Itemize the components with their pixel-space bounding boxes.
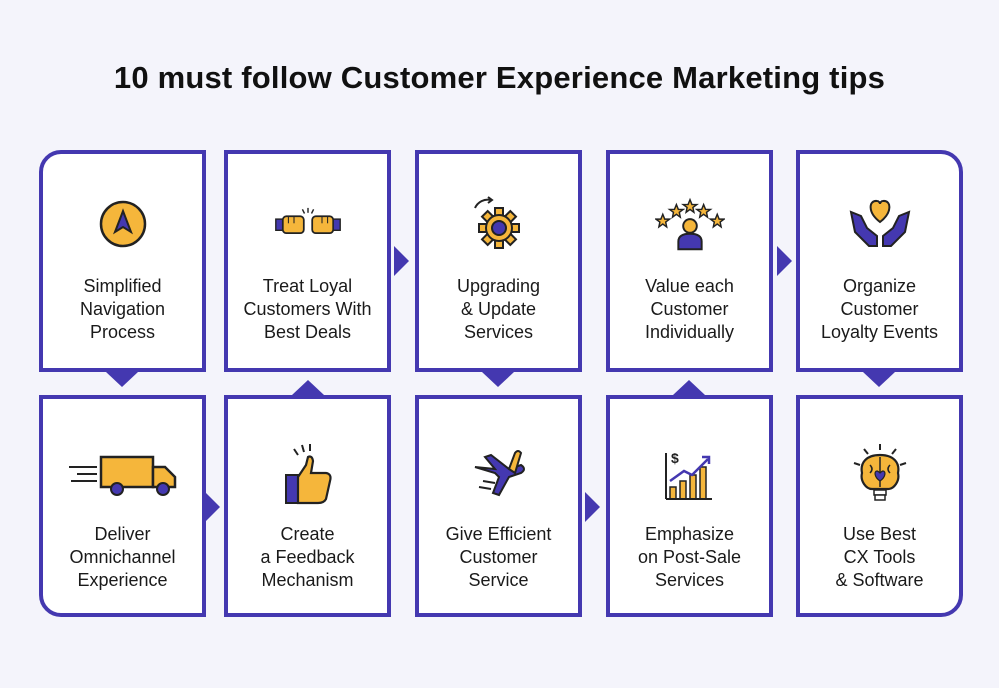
gear-refresh-icon <box>464 194 534 254</box>
connector-arrow-right <box>585 492 600 522</box>
rated-customer-icon <box>654 194 725 254</box>
connector-arrow-right <box>394 246 409 276</box>
connector-arrow-up <box>292 380 324 395</box>
delivery-truck-icon <box>67 445 179 505</box>
growth-chart-icon: $ <box>655 445 725 505</box>
compass-icon <box>88 194 158 254</box>
connector-arrow-right <box>205 492 220 522</box>
page-title: 10 must follow Customer Experience Marke… <box>113 60 886 95</box>
fist-bump-icon <box>273 194 343 254</box>
connector-arrow-down <box>106 372 138 387</box>
thumbs-up-icon <box>273 444 343 505</box>
connector-arrow-down <box>863 372 895 387</box>
connector-arrow-up <box>673 380 705 395</box>
connector-arrow-right <box>777 246 792 276</box>
hands-heart-icon <box>845 194 915 254</box>
airplane-icon <box>464 445 534 505</box>
svg-text:$: $ <box>671 450 679 466</box>
brain-bulb-icon <box>845 444 915 505</box>
connector-arrow-down <box>482 372 514 387</box>
